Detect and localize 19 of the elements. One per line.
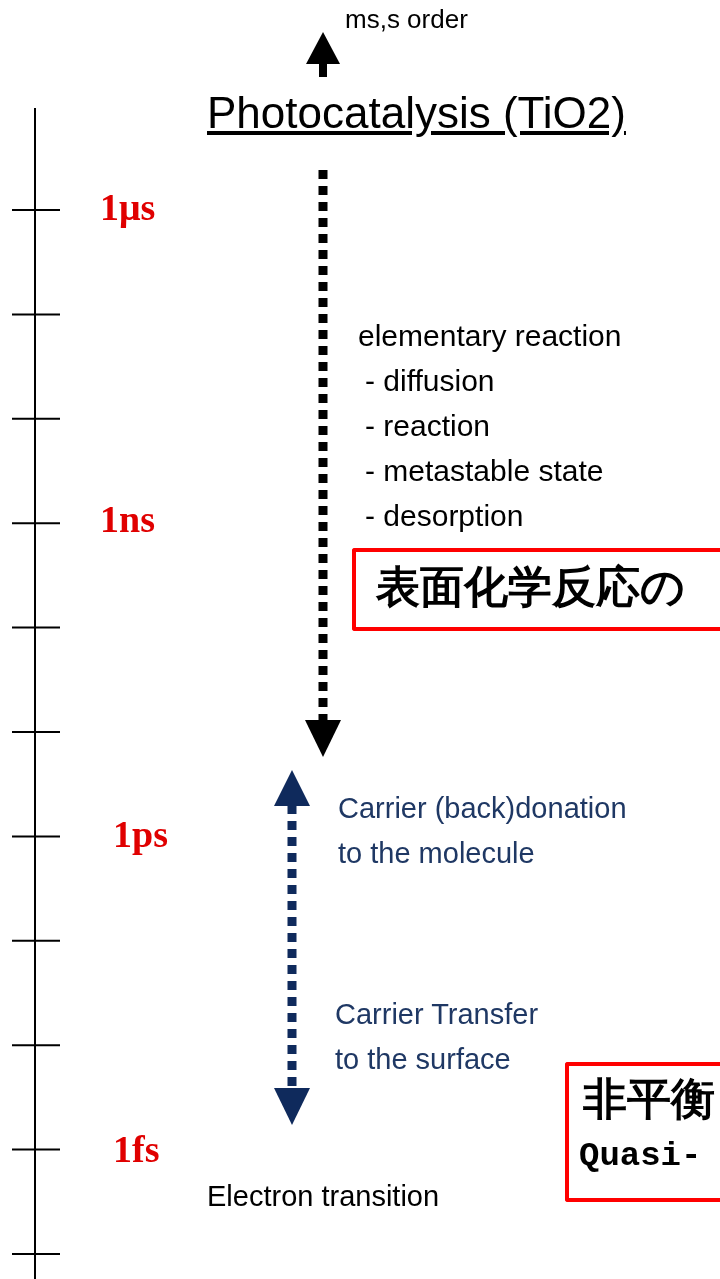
title: Photocatalysis (TiO2): [207, 88, 626, 139]
time-label: 1ps: [113, 813, 168, 857]
list-item: - diffusion: [365, 364, 495, 399]
box-text: Quasi-: [579, 1136, 702, 1177]
time-label: 1μs: [100, 186, 156, 230]
description-text: Carrier Transfer to the surface: [335, 997, 540, 1077]
list-item: - metastable state: [365, 454, 604, 489]
description-text: Electron transition: [207, 1180, 440, 1214]
time-label: 1ns: [100, 498, 155, 542]
box-text: 非平衡: [583, 1074, 715, 1126]
list-item: - desorption: [365, 499, 524, 534]
description-text: Carrier (back)donation to the molecule: [338, 791, 628, 871]
note-text: ms,s order: [345, 5, 468, 35]
box-text: 表面化学反応の: [376, 562, 685, 614]
list-item: - reaction: [365, 409, 491, 444]
highlight-box: [565, 1062, 720, 1202]
highlight-box: [352, 548, 720, 631]
list-heading: elementary reaction: [358, 319, 622, 354]
time-label: 1fs: [113, 1128, 160, 1172]
